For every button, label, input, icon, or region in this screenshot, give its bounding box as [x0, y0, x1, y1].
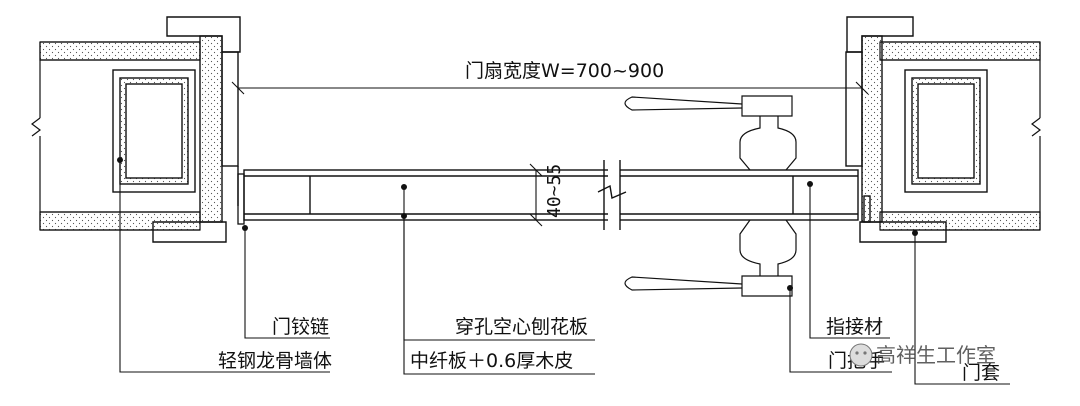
width-dimension [231, 81, 869, 95]
core-label: 穿孔空心刨花板 [455, 316, 588, 338]
left-door-frame [152, 16, 241, 243]
wall-label: 轻钢龙骨墙体 [218, 350, 332, 372]
watermark-text: 高祥生工作室 [876, 343, 996, 367]
hinge-label: 门铰链 [272, 316, 329, 338]
right-door-frame [845, 16, 947, 243]
thickness-dimension-label: 40~55 [544, 164, 565, 218]
right-wall [879, 41, 1041, 231]
frame-label: 门套 [962, 362, 1000, 384]
watermark: 高祥生工作室 [849, 343, 996, 367]
hinge-symbol [237, 173, 245, 225]
width-dimension-label: 门扇宽度W=700~900 [465, 60, 664, 82]
right-steel-stud [904, 69, 988, 193]
door-handle [624, 95, 797, 297]
left-steel-stud [112, 69, 196, 193]
finger-joint-label: 指接材 [826, 316, 883, 338]
leader-lines [119, 160, 1010, 385]
thickness-dimension [529, 163, 543, 227]
door-leaf [243, 160, 859, 230]
wechat-icon [849, 343, 873, 367]
skin-label: 中纤板＋0.6厚木皮 [410, 350, 573, 372]
